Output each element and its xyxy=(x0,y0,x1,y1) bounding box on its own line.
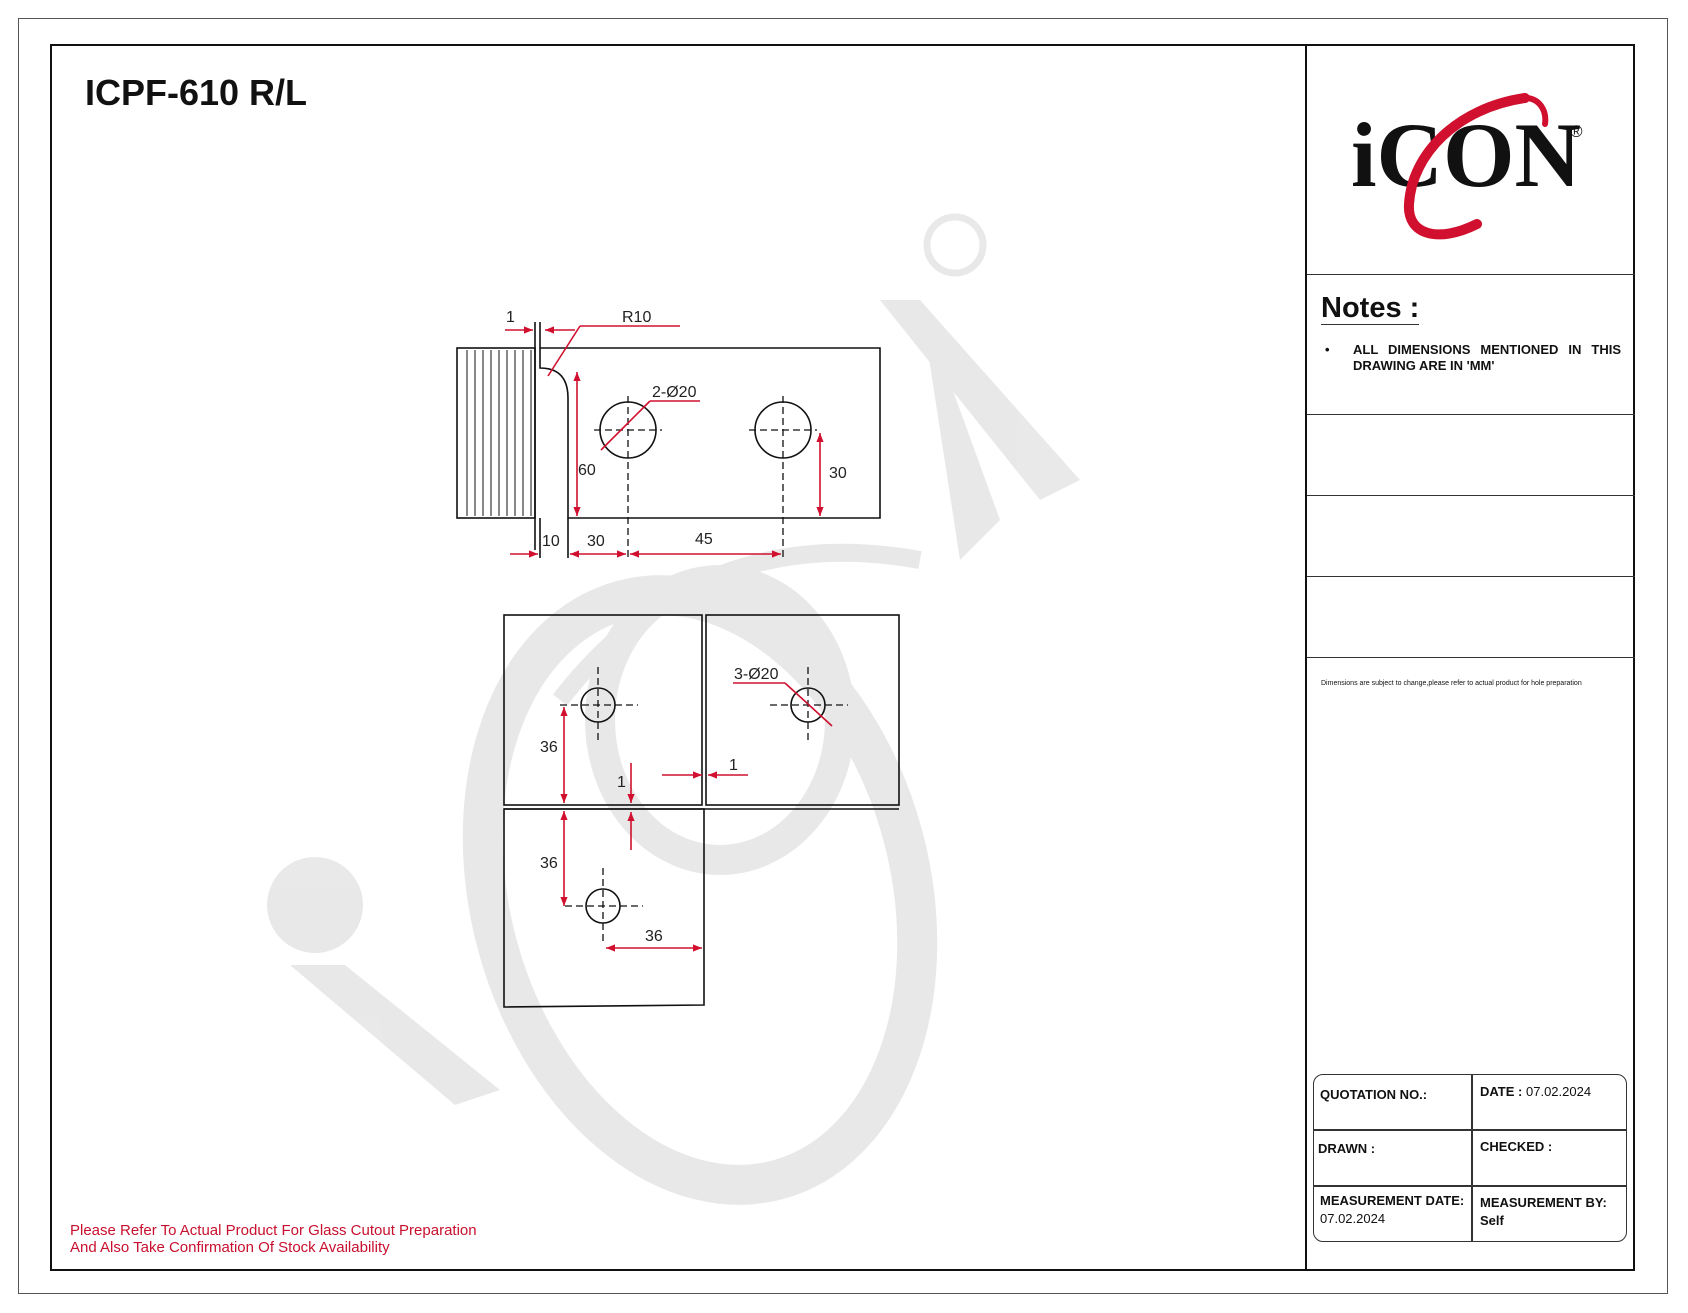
measurement-date-value: 07.02.2024 xyxy=(1320,1211,1386,1226)
disclaimer-text: Dimensions are subject to change,please … xyxy=(1321,680,1582,687)
logo-cell: iCON ® xyxy=(1307,44,1635,275)
checked-cell: CHECKED : xyxy=(1480,1139,1625,1154)
dim-height: 60 xyxy=(578,462,596,479)
dim-glass-gap-horizontal: 1 xyxy=(729,757,738,774)
notes-title: Notes : xyxy=(1321,292,1420,325)
dim-offset-30: 30 xyxy=(587,533,605,550)
glass-view-dimension-labels: 3-Ø20 36 1 1 36 36 xyxy=(540,666,779,945)
dim-glass-bottom-vertical: 36 xyxy=(540,855,558,872)
measurement-by-value: Self xyxy=(1480,1213,1504,1228)
dim-glass-hole-callout: 3-Ø20 xyxy=(734,666,779,683)
top-view xyxy=(456,322,881,558)
technical-drawing: 1 R10 2-Ø20 60 30 10 30 45 3-Ø2 xyxy=(267,213,1080,1205)
quotation-label: QUOTATION NO.: xyxy=(1320,1087,1428,1102)
glass-panel-top-left xyxy=(503,614,703,806)
date-label: DATE : xyxy=(1480,1084,1523,1099)
top-view-dimension-labels: 1 R10 2-Ø20 60 30 10 30 45 xyxy=(506,309,847,550)
dim-pitch-45: 45 xyxy=(695,531,713,548)
brand-swoosh xyxy=(1403,93,1530,240)
checked-label: CHECKED : xyxy=(1480,1139,1553,1154)
note-item: ALL DIMENSIONS MENTIONED IN THIS DRAWING… xyxy=(1325,342,1621,374)
footnote-line-2: And Also Take Confirmation Of Stock Avai… xyxy=(70,1239,390,1256)
glass-panel-top-right xyxy=(705,614,900,806)
measurement-date-cell: MEASUREMENT DATE: 07.02.2024 xyxy=(1320,1193,1470,1226)
glass-view xyxy=(503,614,900,1008)
measurement-date-label: MEASUREMENT DATE: xyxy=(1320,1193,1465,1208)
top-view-hatch xyxy=(466,350,532,516)
blank-cell-2 xyxy=(1307,495,1635,577)
dim-hole-callout-top: 2-Ø20 xyxy=(652,384,697,401)
blank-cell-1 xyxy=(1307,414,1635,496)
dim-leaf-thickness: 1 xyxy=(506,309,515,326)
measurement-by-label: MEASUREMENT BY: xyxy=(1480,1195,1607,1210)
glass-view-dimensions xyxy=(560,682,833,952)
date-cell: DATE : 07.02.2024 xyxy=(1480,1084,1625,1099)
notes-list: ALL DIMENSIONS MENTIONED IN THIS DRAWING… xyxy=(1325,342,1621,374)
measurement-by-cell: MEASUREMENT BY: Self xyxy=(1480,1195,1625,1228)
footnote-line-1: Please Refer To Actual Product For Glass… xyxy=(70,1222,477,1239)
cutout-footnote: Please Refer To Actual Product For Glass… xyxy=(70,1222,477,1256)
dim-glass-top-vertical: 36 xyxy=(540,739,558,756)
page-title: ICPF-610 R/L xyxy=(85,72,308,113)
blank-cell-3 xyxy=(1307,576,1635,658)
title-block-table: QUOTATION NO.: DATE : 07.02.2024 DRAWN :… xyxy=(1313,1074,1627,1242)
dim-glass-bottom-horizontal: 36 xyxy=(645,928,663,945)
title-block-panel: iCON ® Notes : ALL DIMENSIONS MENTIONED … xyxy=(1305,44,1635,1271)
top-view-dimensions xyxy=(505,325,824,558)
dim-hole-center-height: 30 xyxy=(829,465,847,482)
drawn-label: DRAWN : xyxy=(1318,1141,1376,1156)
notes-cell: Notes : ALL DIMENSIONS MENTIONED IN THIS… xyxy=(1307,274,1635,415)
dim-glass-gap-vertical: 1 xyxy=(617,774,626,791)
watermark-logo xyxy=(267,213,1080,1205)
drawn-cell: DRAWN : xyxy=(1318,1141,1468,1156)
glass-panel-bottom xyxy=(503,808,705,1008)
brand-logo: iCON ® xyxy=(1351,93,1583,240)
quotation-cell: QUOTATION NO.: xyxy=(1320,1087,1468,1102)
sheet-outer-border xyxy=(18,18,1668,1294)
date-value: 07.02.2024 xyxy=(1526,1084,1592,1099)
registered-mark: ® xyxy=(1570,122,1583,141)
dim-radius: R10 xyxy=(622,309,651,326)
dim-offset-10: 10 xyxy=(542,533,560,550)
